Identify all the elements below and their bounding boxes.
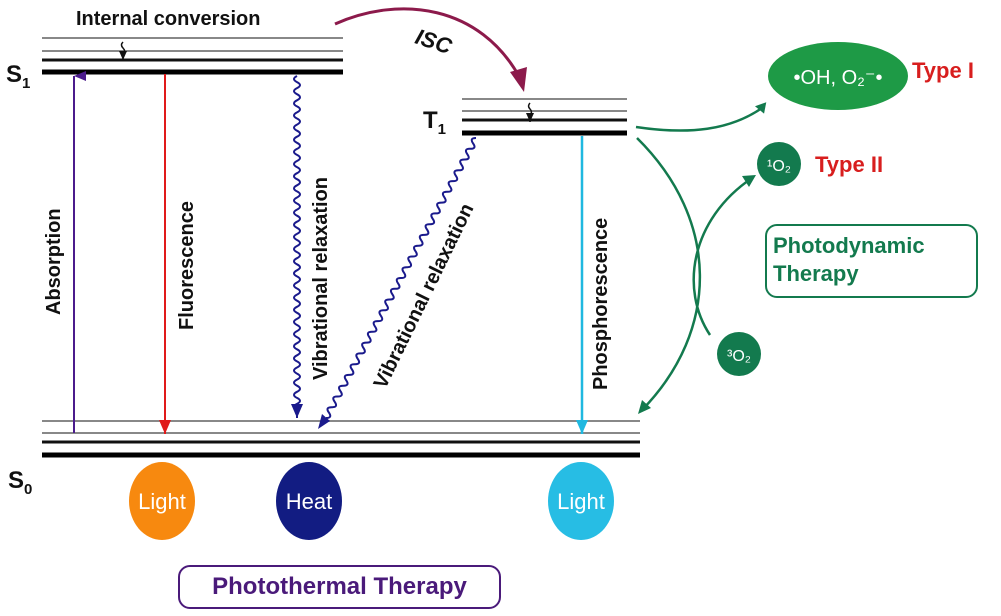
photodynamic-therapy-box: Photodynamic Therapy: [765, 224, 978, 298]
type1-arrow: [635, 106, 763, 132]
type1-arrowhead: [754, 102, 767, 114]
t1-relaxation-squiggle: [526, 102, 534, 122]
type1-ros-ellipse: •OH, O₂⁻•: [768, 42, 908, 110]
vibrational-relaxation-label-2: Vibrational relaxation: [370, 200, 479, 392]
vibrational-relaxation-arrow-1: [291, 75, 303, 418]
light-fluorescence-text: Light: [138, 489, 186, 514]
triplet-oxygen-text: ³O₂: [727, 348, 751, 365]
type2-label: Type II: [815, 152, 883, 177]
ptt-label: Photothermal Therapy: [212, 573, 467, 600]
triplet-oxygen-circle: ³O₂: [717, 332, 761, 376]
s0-energy-levels: [42, 420, 640, 458]
pdt-line2: Therapy: [773, 261, 859, 286]
singlet-oxygen-circle: ¹O₂: [757, 142, 801, 186]
singlet-oxygen-text: ¹O₂: [767, 158, 791, 175]
isc-label: ISC: [412, 24, 456, 59]
type2-arrow: [692, 176, 753, 336]
light-output-phosphorescence: Light: [548, 462, 614, 540]
pdt-line1: Photodynamic: [773, 233, 925, 258]
type1-label: Type I: [912, 58, 974, 83]
vibrational-relaxation-arrow-2: [325, 136, 477, 420]
s1-energy-levels: [42, 37, 343, 75]
to-s0-arrow: [636, 137, 702, 411]
s0-label: S0: [8, 467, 32, 498]
fluorescence-label: Fluorescence: [176, 201, 198, 330]
internal-conversion-squiggle: [119, 41, 127, 60]
absorption-label: Absorption: [43, 208, 65, 315]
to-s0-arrowhead: [638, 400, 651, 414]
s1-label: S1: [6, 61, 30, 92]
type1-species-text: •OH, O₂⁻•: [794, 67, 883, 89]
light-phosphorescence-text: Light: [557, 489, 605, 514]
isc-arrowhead: [510, 67, 527, 92]
light-output-fluorescence: Light: [129, 462, 195, 540]
t1-label: T1: [423, 107, 446, 138]
photothermal-therapy-box: Photothermal Therapy: [178, 565, 501, 609]
heat-text: Heat: [286, 489, 332, 514]
heat-output: Heat: [276, 462, 342, 540]
vibrational-relaxation-label-1: Vibrational relaxation: [310, 177, 332, 380]
t1-energy-levels: [462, 98, 627, 136]
isc-arrow: [334, 7, 522, 79]
type2-arrowhead: [742, 175, 756, 187]
vibrational-relaxation-arrowhead-2: [318, 414, 330, 429]
internal-conversion-label: Internal conversion: [76, 8, 261, 30]
phosphorescence-label: Phosphorescence: [590, 218, 612, 390]
